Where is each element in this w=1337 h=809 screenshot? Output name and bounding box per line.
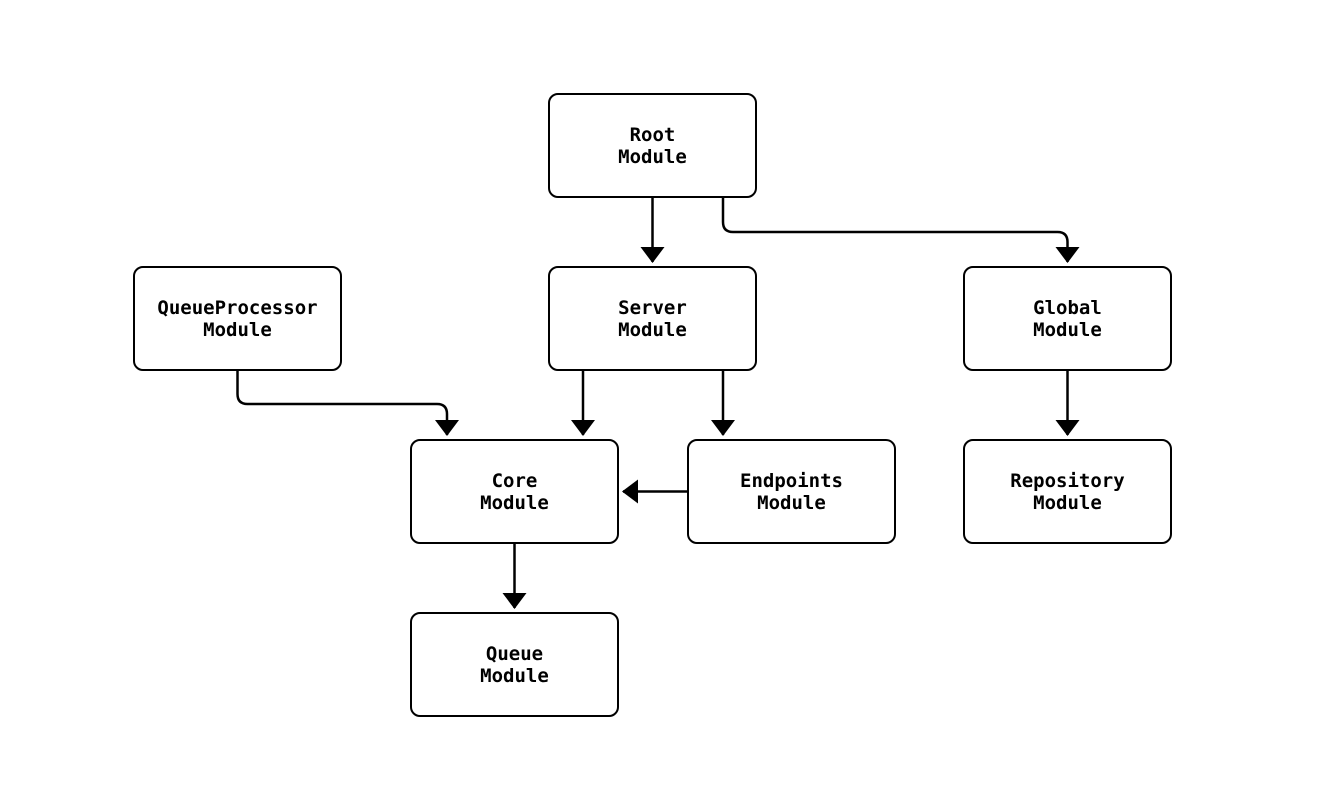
node-global-module: Global Module bbox=[963, 266, 1172, 371]
node-core-module-label: Core Module bbox=[480, 469, 549, 514]
node-root-module-label: Root Module bbox=[618, 123, 687, 168]
node-server-module-label: Server Module bbox=[618, 296, 687, 341]
node-core-module: Core Module bbox=[410, 439, 619, 544]
node-server-module: Server Module bbox=[548, 266, 757, 371]
edge-root-to-global bbox=[721, 198, 1080, 263]
node-root-module: Root Module bbox=[548, 93, 757, 198]
node-queue-module-label: Queue Module bbox=[480, 642, 549, 687]
node-queueprocessor-module: QueueProcessor Module bbox=[133, 266, 342, 371]
node-repository-module: Repository Module bbox=[963, 439, 1172, 544]
node-queueprocessor-module-label: QueueProcessor Module bbox=[157, 296, 318, 341]
node-repository-module-label: Repository Module bbox=[1010, 469, 1125, 514]
node-endpoints-module-label: Endpoints Module bbox=[740, 469, 843, 514]
edge-queueprocessor-to-core bbox=[236, 371, 459, 436]
node-endpoints-module: Endpoints Module bbox=[687, 439, 896, 544]
node-queue-module: Queue Module bbox=[410, 612, 619, 717]
node-global-module-label: Global Module bbox=[1033, 296, 1102, 341]
